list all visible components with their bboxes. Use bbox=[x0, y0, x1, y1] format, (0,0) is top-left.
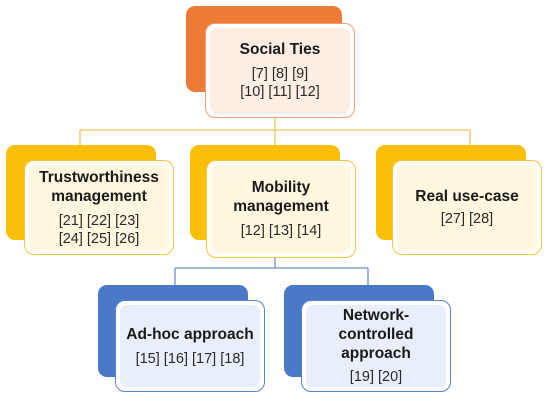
adhoc-box: Ad-hoc approach [15] [16] [17] [18] bbox=[115, 300, 265, 392]
usecase-refs: [27] [28] bbox=[440, 211, 494, 227]
trust-refs: [21] [22] [23] [24] [25] [26] bbox=[58, 212, 140, 247]
network-refs: [19] [20] bbox=[349, 369, 403, 385]
mobility-box: Mobility management [12] [13] [14] bbox=[206, 160, 356, 258]
social-ties-refs: [7] [8] [9] [10] [11] [12] bbox=[240, 66, 320, 100]
social-ties-title: Social Ties bbox=[239, 41, 321, 58]
mobility-refs: [12] [13] [14] bbox=[240, 223, 322, 239]
usecase-box: Real use-case [27] [28] bbox=[392, 160, 542, 255]
usecase-title: Real use-case bbox=[415, 188, 519, 205]
network-title: Network-controlled approach bbox=[338, 307, 414, 362]
trust-title: Trustworthiness management bbox=[39, 168, 159, 205]
trust-box: Trustworthiness management [21] [22] [23… bbox=[24, 160, 174, 255]
social-ties-box: Social Ties [7] [8] [9] [10] [11] [12] bbox=[205, 23, 355, 118]
mobility-title: Mobility management bbox=[233, 179, 329, 215]
adhoc-refs: [15] [16] [17] [18] bbox=[135, 350, 245, 367]
adhoc-title: Ad-hoc approach bbox=[126, 325, 254, 343]
network-box: Network-controlled approach [19] [20] bbox=[301, 300, 451, 392]
